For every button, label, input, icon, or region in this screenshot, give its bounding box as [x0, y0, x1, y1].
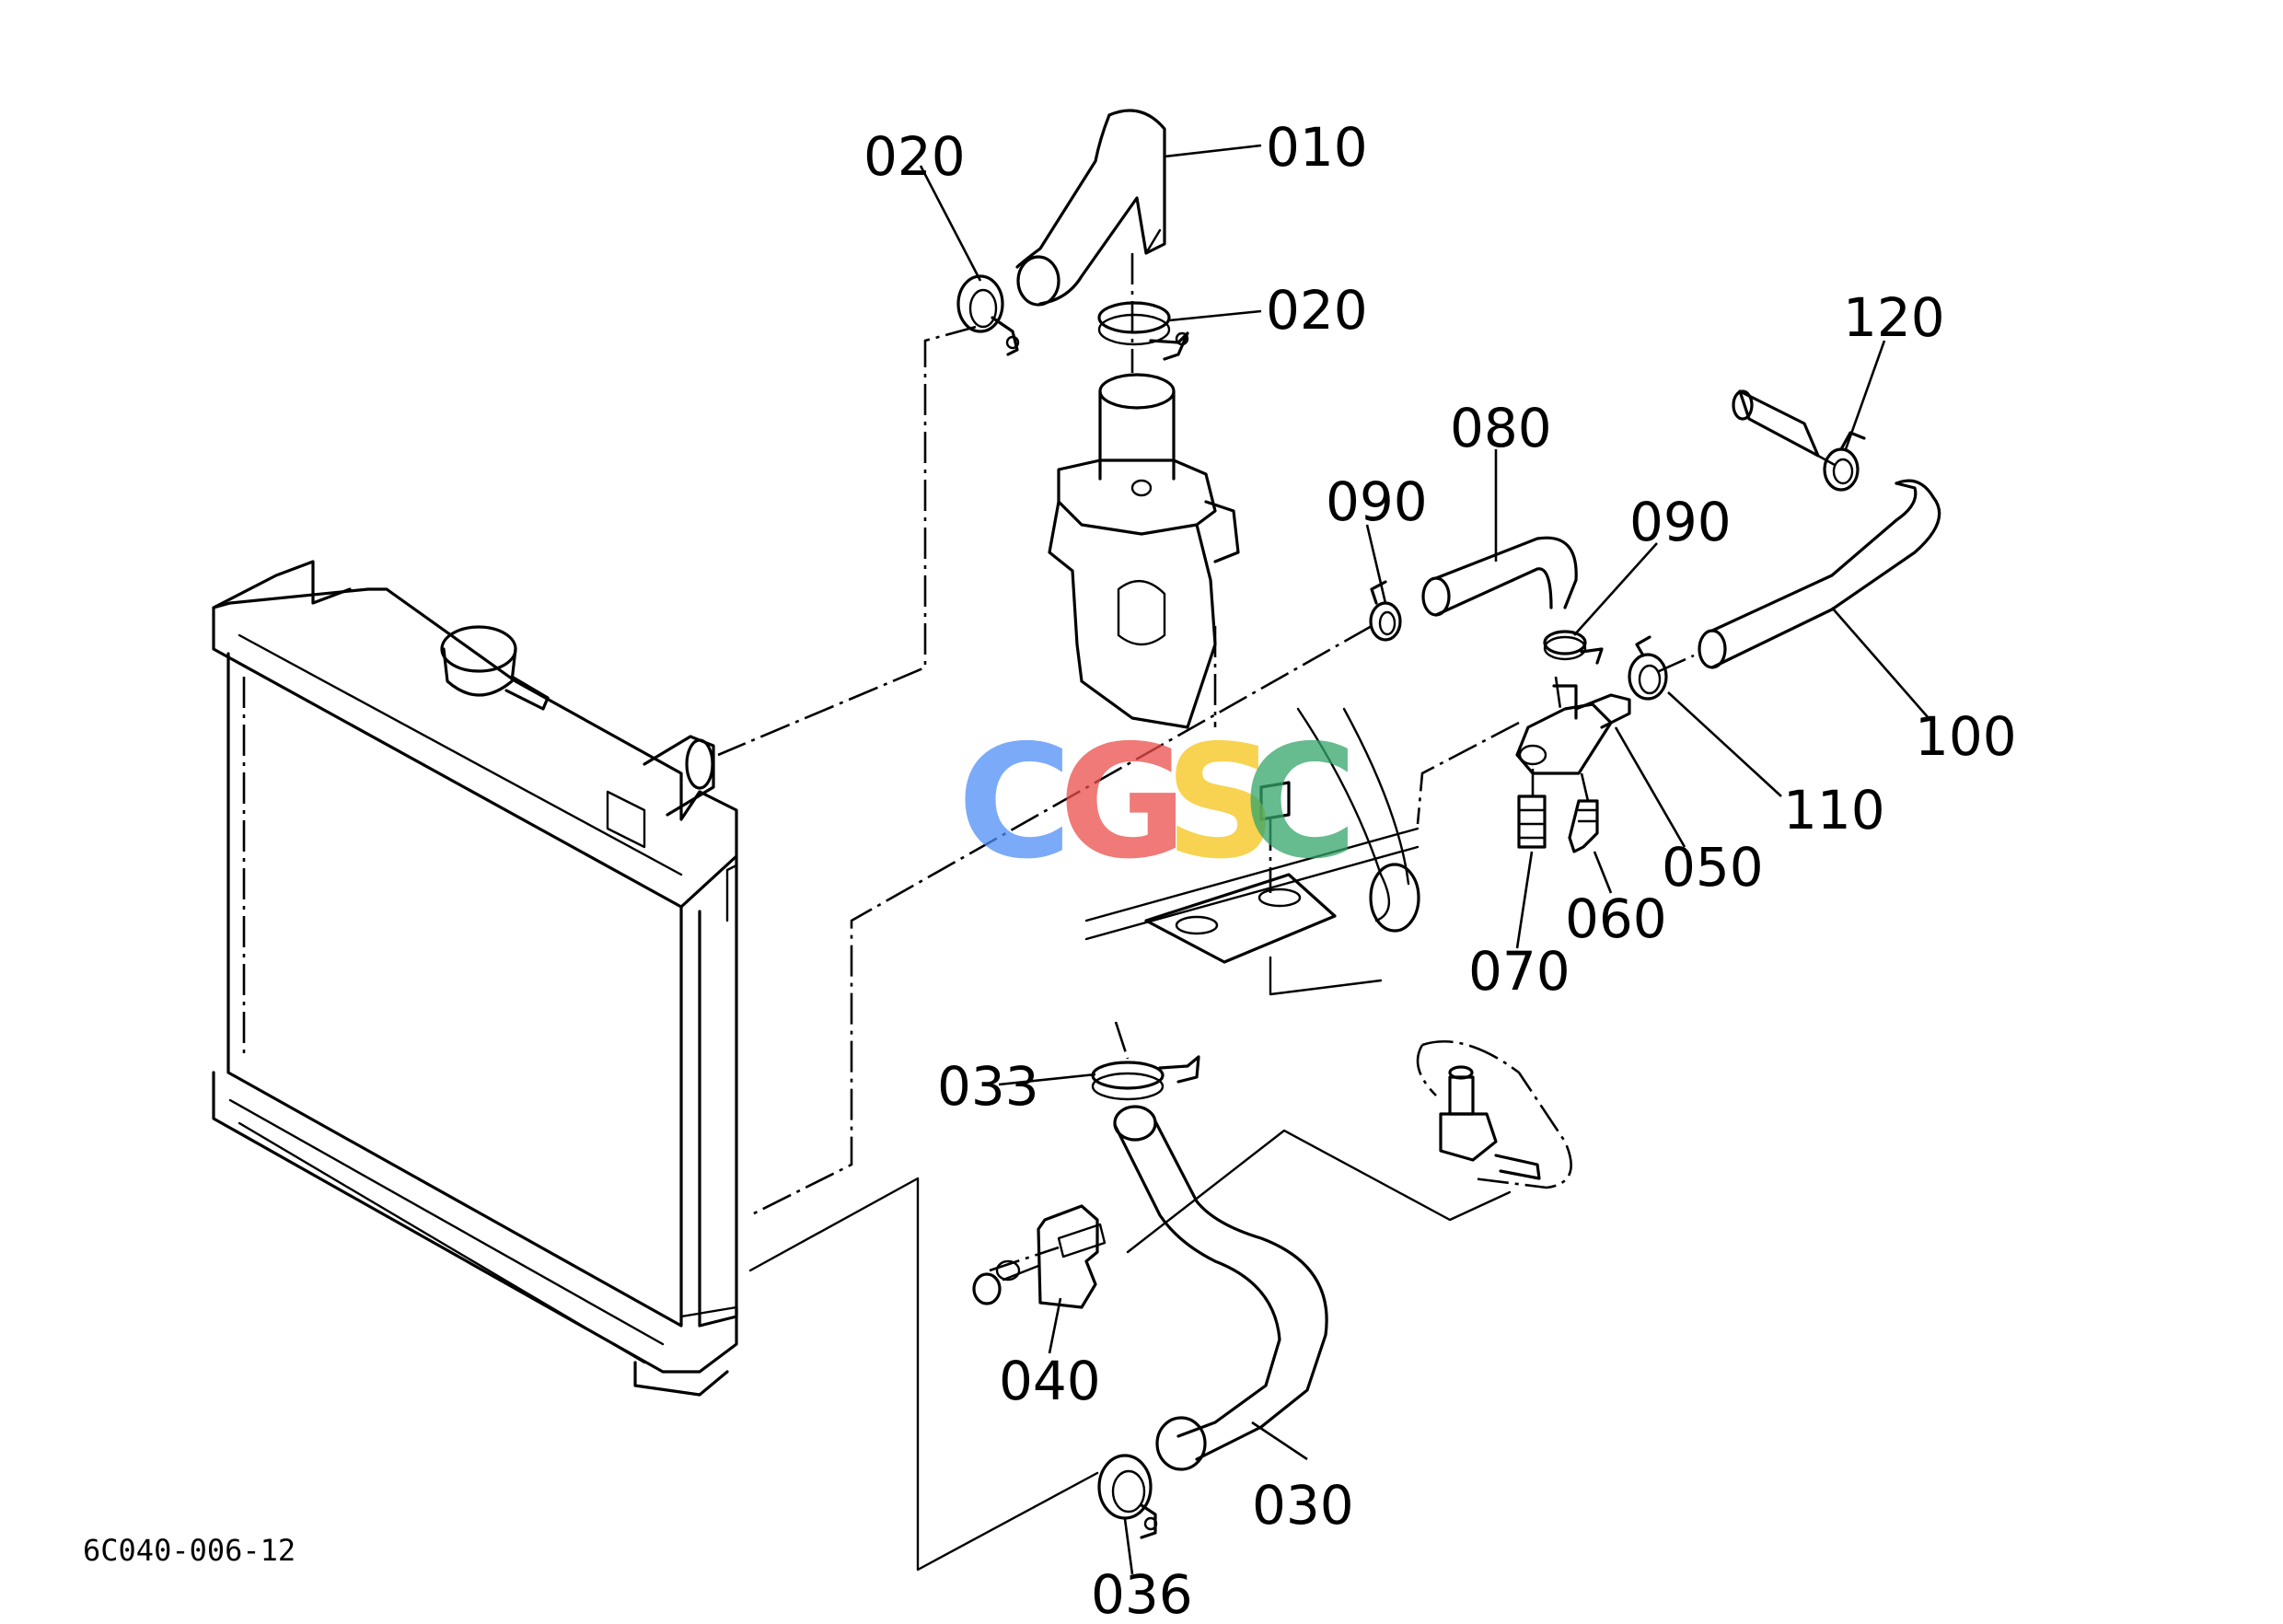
bracket-040	[972, 1204, 1107, 1309]
label-020-left: 020	[863, 125, 966, 188]
hose-clamp-090-right	[1543, 630, 1604, 665]
fitting-pipe-120	[1732, 389, 1820, 458]
hose-clamp-036	[1097, 1454, 1158, 1539]
diagram-reference: 6C040-006-12	[83, 1533, 296, 1568]
piping-chain-lines	[717, 253, 1836, 1572]
upper-hose-010	[1015, 109, 1166, 307]
lower-hose-030	[1113, 1105, 1328, 1471]
label-070: 070	[1468, 940, 1570, 1003]
label-090-left: 090	[1326, 470, 1428, 533]
leader-lines	[919, 144, 1930, 1575]
radiator	[212, 560, 738, 1397]
label-060: 060	[1565, 887, 1667, 950]
watermark-letter-2: G	[1059, 712, 1188, 894]
label-090-right: 090	[1629, 491, 1732, 553]
watermark-letter-3: S	[1165, 712, 1277, 894]
part-labels: 020 010 020 120 080 090 090 100 110 050 …	[863, 116, 2017, 1624]
label-110: 110	[1783, 779, 1885, 841]
label-020-right: 020	[1266, 279, 1368, 342]
hose-clamp-020-right	[1097, 301, 1189, 361]
label-010: 010	[1266, 116, 1368, 179]
label-120: 120	[1843, 286, 1945, 349]
hose-clamp-033	[1091, 1021, 1200, 1101]
label-080: 080	[1450, 397, 1552, 459]
drain-cock-060	[1568, 799, 1599, 853]
hose-clamp-110	[1628, 635, 1668, 701]
label-040: 040	[999, 1350, 1101, 1412]
bypass-hose-080	[1421, 536, 1578, 617]
watermark-letter-4: C	[1243, 712, 1358, 894]
thermostat-housing	[1048, 373, 1420, 941]
label-100: 100	[1915, 705, 2017, 768]
label-030: 030	[1252, 1474, 1354, 1537]
hose-clamp-020-left	[956, 274, 1020, 356]
temperature-sensor	[1416, 1039, 1572, 1189]
hose-clamp-120	[1823, 431, 1866, 492]
watermark: C G S C	[957, 712, 1358, 894]
hose-clamp-090-left	[1369, 580, 1402, 642]
water-joint-050	[1515, 684, 1631, 775]
label-050: 050	[1662, 836, 1764, 899]
watermark-letter-1: C	[957, 712, 1072, 894]
gasket-plate	[1144, 781, 1383, 996]
label-033: 033	[937, 1055, 1039, 1118]
label-036: 036	[1091, 1563, 1193, 1624]
hose-100	[1698, 479, 1941, 669]
bolt-070	[1517, 795, 1547, 849]
